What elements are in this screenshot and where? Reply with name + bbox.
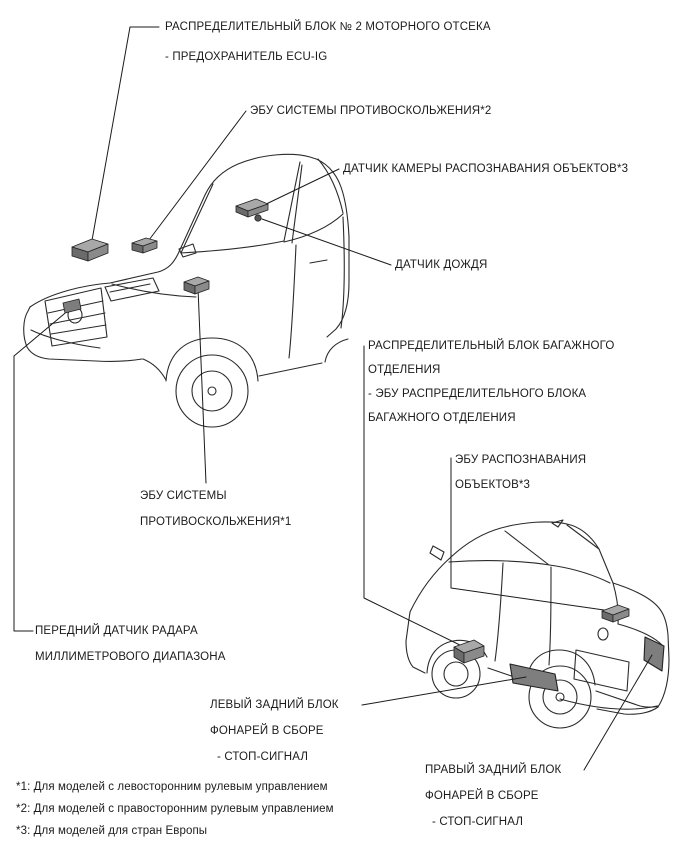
front-car-mirror — [178, 243, 197, 258]
object-recognition-ecu-marker — [601, 604, 630, 623]
rear-car-glass — [448, 524, 611, 584]
rear-car-illustration — [405, 519, 670, 729]
skid-control-ecu-2-marker — [131, 237, 158, 254]
label-rain-sensor: ДАТЧИК ДОЖДЯ — [395, 252, 487, 278]
footnote-3: *3: Для моделей для стран Европы — [16, 825, 208, 837]
label-line: ЛЕВЫЙ ЗАДНИЙ БЛОК — [210, 699, 339, 711]
leader-camera-sensor — [259, 168, 340, 208]
rear-car-antenna-fin — [551, 519, 564, 528]
front-car-door-lines — [288, 216, 345, 359]
label-line: - СТОП-СИГНАЛ — [217, 751, 309, 763]
rear-car-bumper-crease — [559, 698, 658, 710]
front-car-headlight — [104, 277, 160, 302]
leader-lines — [13, 26, 653, 771]
label-line: ЭБУ СИСТЕМЫ ПРОТИВОСКОЛЬЖЕНИЯ*2 — [250, 105, 492, 117]
footnotes: *1: Для моделей с левосторонним рулевым … — [16, 776, 334, 842]
skid-control-ecu-1-marker — [183, 276, 210, 295]
label-line: РАСПРЕДЕЛИТЕЛЬНЫЙ БЛОК № 2 МОТОРНОГО ОТС… — [165, 21, 491, 33]
engine-junction-block-marker — [71, 238, 109, 262]
label-line: ЭБУ РАСПОЗНАВАНИЯ — [455, 454, 587, 466]
front-car-rocker — [142, 338, 349, 381]
rear-car-bumper — [595, 690, 659, 715]
component-markers — [62, 198, 630, 664]
label-line: ЭБУ СИСТЕМЫ — [140, 490, 227, 502]
front-car-grille — [44, 287, 108, 347]
front-car-bumper — [23, 306, 143, 362]
label-line: ПРАВЫЙ ЗАДНИЙ БЛОК — [425, 764, 562, 776]
rear-car-license-plate — [573, 649, 630, 692]
front-car-hood-line — [111, 283, 197, 298]
rear-car-body-outline — [409, 521, 670, 708]
label-object-recognition-ecu: ЭБУ РАСПОЗНАВАНИЯ ОБЪЕКТОВ*3 — [455, 448, 586, 498]
label-line: ПЕРЕДНИЙ ДАТЧИК РАДАРА — [35, 625, 198, 637]
rear-car-door-lines — [494, 562, 552, 666]
label-line: ОТДЕЛЕНИЯ — [368, 364, 441, 376]
front-radar-marker — [62, 298, 82, 314]
rear-car-rear-wheel — [528, 665, 592, 729]
label-line: - СТОП-СИГНАЛ — [432, 816, 524, 828]
footnote-1: *1: Для моделей с левосторонним рулевым … — [16, 781, 328, 793]
label-line: - ПРЕДОХРАНИТЕЛЬ ECU-IG — [165, 51, 328, 63]
label-line: ОБЪЕКТОВ*3 — [455, 479, 531, 491]
label-line: ДАТЧИК КАМЕРЫ РАСПОЗНАВАНИЯ ОБЪЕКТОВ*3 — [343, 163, 629, 175]
leader-right-rear-light — [583, 654, 653, 771]
front-wheel-inner — [191, 370, 233, 412]
label-camera-sensor: ДАТЧИК КАМЕРЫ РАСПОЗНАВАНИЯ ОБЪЕКТОВ*3 — [343, 156, 628, 182]
front-wheel-hub — [207, 386, 217, 396]
right-taillight — [643, 636, 665, 672]
label-line: ПРОТИВОСКОЛЬЖЕНИЯ*1 — [140, 516, 292, 528]
leader-left-rear-light — [361, 676, 527, 706]
label-line: РАСПРЕДЕЛИТЕЛЬНЫЙ БЛОК БАГАЖНОГО — [368, 340, 615, 352]
leader-rain-sensor — [261, 218, 392, 266]
label-front-radar-sensor: ПЕРЕДНИЙ ДАТЧИК РАДАРА МИЛЛИМЕТРОВОГО ДИ… — [35, 618, 226, 670]
leader-front-radar — [13, 308, 71, 632]
label-engine-junction-block: РАСПРЕДЕЛИТЕЛЬНЫЙ БЛОК № 2 МОТОРНОГО ОТС… — [165, 12, 491, 72]
label-line: ФОНАРЕЙ В СБОРЕ — [425, 790, 539, 802]
trunk-junction-block-marker — [453, 639, 485, 664]
label-trunk-junction-block: РАСПРЕДЕЛИТЕЛЬНЫЙ БЛОК БАГАЖНОГО ОТДЕЛЕН… — [368, 334, 614, 430]
label-line: - ЭБУ РАСПРЕДЕЛИТЕЛЬНОГО БЛОКА — [368, 388, 587, 400]
leader-skid-control-ecu-2 — [148, 110, 247, 241]
rear-car-rear-wheel-hub — [555, 692, 565, 702]
rain-sensor-marker — [254, 214, 262, 222]
camera-sensor-marker — [235, 198, 269, 218]
front-car-wheel-arch — [165, 337, 259, 382]
rear-car-mirror — [429, 545, 445, 561]
front-car-body-outline — [29, 153, 350, 338]
leader-trunk-junction-block — [363, 345, 467, 649]
rear-car-rear-wheel-arch — [526, 649, 596, 686]
rear-car-trunk-seam — [612, 582, 663, 646]
leader-object-recognition-ecu — [450, 457, 612, 612]
front-wheel — [175, 354, 249, 428]
label-skid-control-ecu-1: ЭБУ СИСТЕМЫ ПРОТИВОСКОЛЬЖЕНИЯ*1 — [140, 483, 291, 535]
label-skid-control-ecu-2: ЭБУ СИСТЕМЫ ПРОТИВОСКОЛЬЖЕНИЯ*2 — [250, 98, 491, 124]
leader-skid-control-ecu-1 — [197, 287, 207, 484]
label-line: БАГАЖНОГО ОТДЕЛЕНИЯ — [368, 412, 516, 424]
leader-engine-junction-block — [90, 26, 160, 247]
left-taillight — [509, 663, 559, 692]
rear-car-front-fade — [405, 611, 426, 674]
label-right-rear-light: ПРАВЫЙ ЗАДНИЙ БЛОК ФОНАРЕЙ В СБОРЕ - СТО… — [425, 757, 561, 835]
label-left-rear-light: ЛЕВЫЙ ЗАДНИЙ БЛОК ФОНАРЕЙ В СБОРЕ - СТОП… — [210, 692, 339, 770]
rear-car-rear-wheel-inner — [542, 679, 578, 715]
label-line: ФОНАРЕЙ В СБОРЕ — [210, 725, 324, 737]
front-car-lower-line — [30, 329, 101, 349]
label-line: МИЛЛИМЕТРОВОГО ДИАПАЗОНА — [35, 651, 226, 663]
rear-car-front-wheel-inner — [443, 661, 469, 687]
footnote-2: *2: Для моделей с правосторонним рулевым… — [16, 803, 334, 815]
label-line: ДАТЧИК ДОЖДЯ — [395, 259, 488, 271]
rear-car-emblem — [597, 627, 609, 641]
